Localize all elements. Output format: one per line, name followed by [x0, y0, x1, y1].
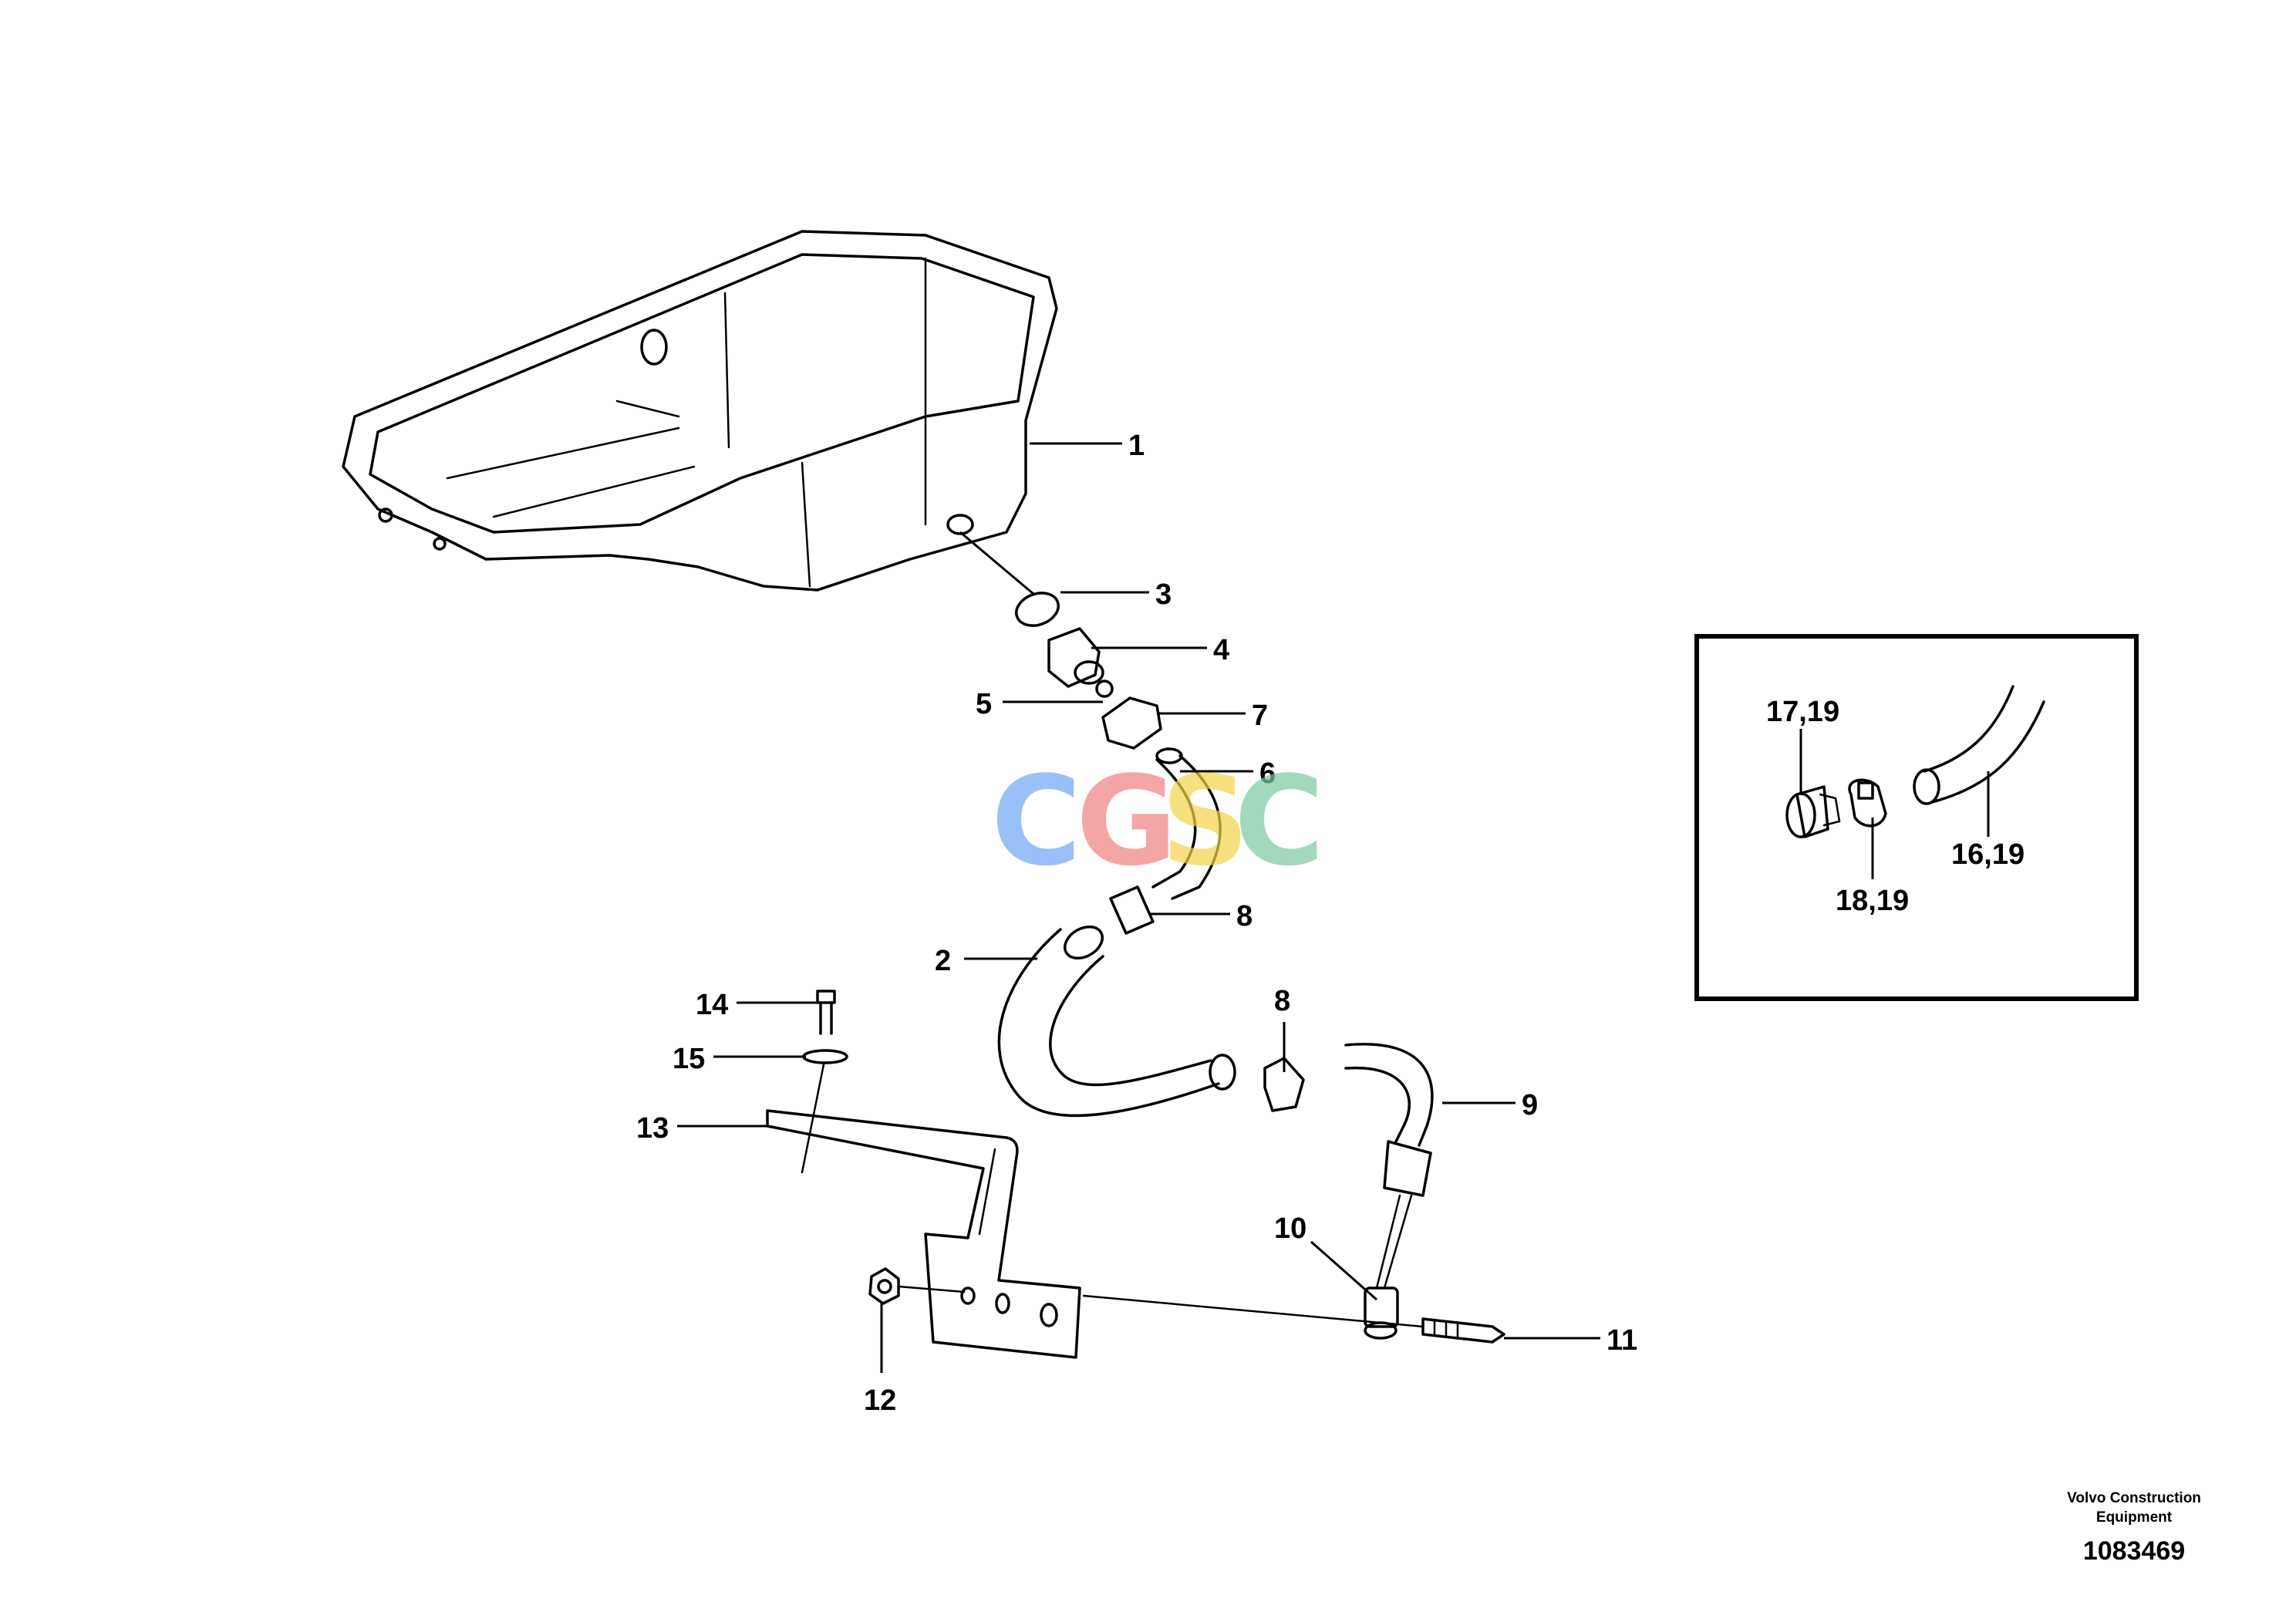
callout-12: 12	[864, 1384, 896, 1417]
callout-16-19: 16,19	[1951, 838, 2025, 871]
watermark-letter-3: S	[1161, 749, 1249, 893]
hose-9	[1344, 1043, 1434, 1290]
callout-8-upper: 8	[1236, 900, 1253, 932]
adapter-4	[1047, 627, 1104, 688]
callout-10: 10	[1274, 1212, 1306, 1245]
hose-2	[997, 925, 1236, 1118]
hose-6	[1151, 747, 1222, 900]
callout-2: 2	[935, 945, 951, 977]
stud-11	[1082, 1294, 1505, 1344]
callout-3: 3	[1155, 578, 1172, 611]
callout-1: 1	[1128, 430, 1145, 462]
clamp-18	[1848, 778, 1887, 828]
seal-5	[1095, 679, 1114, 698]
inset-detail: 17,19 18,19 16,19	[1694, 634, 2139, 1001]
callout-9: 9	[1522, 1089, 1538, 1121]
watermark-letter-4: C	[1234, 749, 1324, 893]
bracket-13	[766, 1109, 1081, 1359]
callout-6: 6	[1259, 757, 1276, 790]
nut-7	[1101, 696, 1162, 750]
callout-13: 13	[636, 1112, 669, 1145]
callout-4: 4	[1213, 634, 1229, 666]
sleeve-8-upper	[1109, 885, 1155, 935]
o-ring-3	[1015, 592, 1060, 627]
drawing-number: 1083469	[2082, 1536, 2186, 1566]
washer-15	[801, 1049, 848, 1174]
callout-18-19: 18,19	[1836, 885, 1909, 917]
company-name-line2: Equipment	[2095, 1509, 2173, 1526]
footer-block: Volvo Construction Equipment 1083469	[2018, 1489, 2250, 1566]
screw-14	[816, 990, 836, 1035]
watermark-letter-1: C	[991, 749, 1081, 893]
watermark-letter-2: G	[1076, 749, 1177, 893]
company-name-line1: Volvo Construction	[2067, 1490, 2201, 1506]
leader-lines	[677, 442, 1600, 1373]
callout-8-lower: 8	[1274, 985, 1290, 1017]
callout-5: 5	[976, 688, 992, 720]
nut-12	[868, 1267, 966, 1305]
callout-17-19: 17,19	[1766, 696, 1839, 728]
hose-16	[1913, 685, 2045, 805]
callout-15: 15	[673, 1043, 705, 1075]
callout-7: 7	[1252, 700, 1268, 732]
callout-labels: 1 3 4 5 7 6 8 2 8 9 10 11 12 13 14 15	[636, 430, 1637, 1417]
callout-14: 14	[696, 989, 728, 1021]
callout-11: 11	[1607, 1324, 1637, 1357]
watermark-logo: C G S C	[991, 749, 1324, 893]
adapter-10	[1364, 1286, 1399, 1340]
oil-pan	[342, 230, 1058, 592]
plug-17	[1785, 785, 1841, 838]
